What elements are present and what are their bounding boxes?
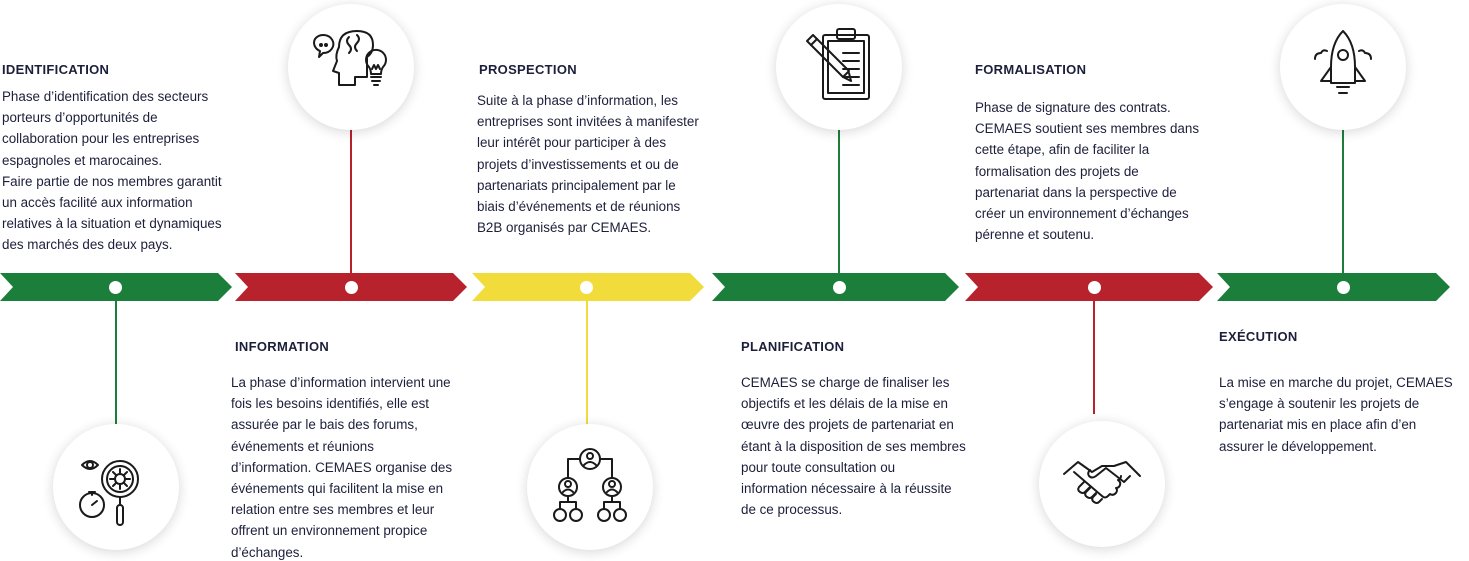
step-title-formalisation: FORMALISATION (975, 62, 1087, 77)
timeline-arrow-execution (1217, 273, 1450, 301)
timeline-dot-information (345, 281, 358, 294)
step-description-prospection: Suite à la phase d’information, les entr… (477, 93, 699, 236)
step-description-planification: CEMAES se charge de finaliser les object… (741, 375, 966, 518)
stem-identification (115, 288, 117, 428)
timeline-dot-identification (109, 281, 122, 294)
step-title-information: INFORMATION (235, 339, 330, 354)
head-brain-chat-lightbulb-icon (313, 30, 387, 86)
step-title-identification: IDENTIFICATION (2, 62, 110, 77)
stem-execution (1342, 110, 1344, 288)
step-description-execution: La mise en marche du projet, CEMAES s’en… (1219, 375, 1453, 454)
timeline-dot-execution (1337, 281, 1350, 294)
stem-information (350, 128, 352, 288)
stem-prospection (586, 288, 588, 438)
step-description-identification: Phase d’identification des secteurs port… (2, 89, 222, 253)
rocket-icon (1314, 30, 1372, 94)
icon-circle-execution (1280, 4, 1406, 130)
network-people-icon (553, 448, 627, 522)
eye-gear-magnifier-stopwatch-icon (79, 460, 139, 526)
stem-formalisation (1093, 288, 1095, 414)
icon-circle-prospection (527, 424, 653, 550)
step-title-execution: EXÉCUTION (1219, 329, 1298, 344)
step-title-planification: PLANIFICATION (741, 339, 845, 354)
timeline-dot-formalisation (1088, 281, 1101, 294)
handshake-icon (1063, 461, 1141, 504)
timeline-dot-prospection (580, 281, 593, 294)
timeline-dot-planification (833, 281, 846, 294)
stem-planification (838, 128, 840, 288)
clipboard-pencil-icon (806, 28, 870, 100)
icon-circle-planification (776, 4, 902, 130)
icon-circle-formalisation (1039, 421, 1165, 547)
step-description-information: La phase d’information intervient une fo… (231, 375, 453, 560)
step-description-formalisation: Phase de signature des contrats. CEMAES … (975, 100, 1200, 243)
step-title-prospection: PROSPECTION (479, 62, 577, 77)
icon-circle-identification (53, 424, 179, 550)
icon-circle-information (288, 4, 414, 130)
